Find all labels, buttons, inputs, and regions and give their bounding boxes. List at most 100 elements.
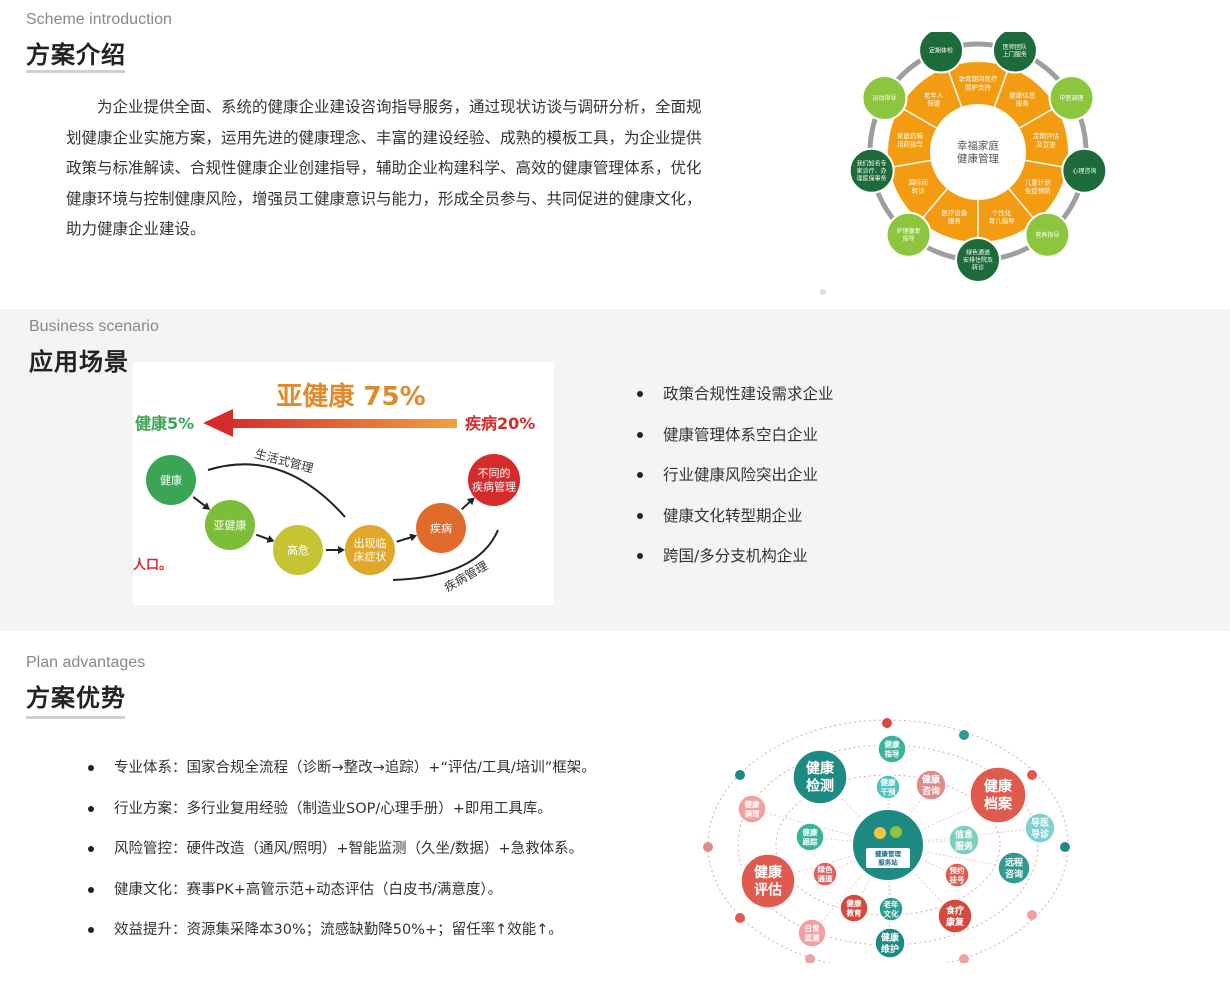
carousel-dot[interactable] xyxy=(820,289,826,295)
network-service-node xyxy=(877,734,907,764)
list-item: 健康文化转型期企业 xyxy=(637,496,834,537)
center-circle xyxy=(930,104,1026,200)
network-service-node xyxy=(997,851,1031,885)
scheme-introduction-section: Scheme introduction 方案介绍 为企业提供全面、系统的健康企业… xyxy=(0,0,1230,309)
network-node-label: 调理 xyxy=(745,809,760,818)
inner-segment-label: 服务 xyxy=(1016,98,1029,107)
inner-segment-label: 健康信息 xyxy=(1009,90,1035,99)
center-station-label: 服务站 xyxy=(878,857,898,866)
inner-segment-label: 国际间 xyxy=(908,178,928,187)
outer-node-label: 理医保事务 xyxy=(857,174,887,182)
stage-node-label: 亚健康 xyxy=(214,518,247,532)
health-spectrum-image: 亚健康 75%健康5%疾病20%生活式管理疾病管理人口。健康亚健康高危出现临床症… xyxy=(133,362,554,605)
center-station-label: 健康管理 xyxy=(875,849,902,858)
inner-segment-label: 及宣查 xyxy=(1036,139,1056,148)
network-node-label: 跟踪 xyxy=(803,836,818,846)
stage-connector-arrowhead xyxy=(466,497,475,506)
outer-service-node xyxy=(885,211,932,258)
network-dot xyxy=(735,913,745,923)
inner-segment-label: 孕育期间医疗 xyxy=(959,74,999,83)
outer-service-node xyxy=(918,32,965,74)
network-dot xyxy=(1060,842,1070,852)
network-node-label: 咨询 xyxy=(922,785,940,797)
spectrum-stage-node xyxy=(468,454,520,506)
stage-node-label: 床症状 xyxy=(354,550,387,564)
list-item: 行业方案：多行业复用经验（制造业SOP/心理手册）+即用工具库。 xyxy=(88,789,596,830)
network-service-node xyxy=(737,794,767,824)
network-service-node xyxy=(795,822,825,852)
scenario-cn-title: 应用场景 xyxy=(29,348,129,376)
outer-service-node xyxy=(955,237,1001,282)
spectrum-arrow-head xyxy=(203,409,233,437)
network-dot xyxy=(959,730,969,740)
network-node-label: 导医 xyxy=(1031,818,1049,829)
stage-node-label: 高危 xyxy=(287,543,309,557)
spectrum-stage-node xyxy=(273,525,323,575)
health-service-network-diagram: 健康检测健康指导健康干预健康咨询健康档案健康调理健康跟踪信息服务导医导诊健康评估… xyxy=(703,718,1070,963)
list-item: 专业体系：国家合规全流程（诊断→整改→追踪）+“评估/工具/培训”框架。 xyxy=(88,748,596,789)
network-service-node xyxy=(839,893,869,923)
network-dot xyxy=(805,954,815,963)
list-item: 风险管控：硬件改造（通风/照明）+智能监测（久坐/数据）+急救体系。 xyxy=(88,829,596,870)
inner-segment-label: 保健 xyxy=(927,98,941,107)
network-node-label: 绿色 xyxy=(818,864,833,874)
center-station-node xyxy=(851,808,925,882)
network-node-label: 咨询 xyxy=(1005,868,1023,880)
network-node-label: 健康 xyxy=(881,777,896,787)
center-label: 健康管理 xyxy=(957,152,999,165)
inner-segment-label: 免疫预防 xyxy=(1025,186,1052,195)
inner-segment-label: 老年人 xyxy=(924,90,944,99)
outer-node-label: 安排住院及 xyxy=(963,256,993,264)
network-service-node xyxy=(1024,812,1056,844)
advantages-title-underline xyxy=(26,716,125,719)
segment-divider xyxy=(919,188,948,222)
list-item: 效益提升：资源集采降本30%；流感缺勤降50%+；留任率↑效能↑。 xyxy=(88,910,596,951)
advantages-list: 专业体系：国家合规全流程（诊断→整改→追踪）+“评估/工具/培训”框架。 行业方… xyxy=(88,748,596,951)
network-link xyxy=(751,808,889,846)
network-service-node xyxy=(792,749,848,805)
outer-node-label: 心理咨询 xyxy=(1072,167,1096,175)
list-item: 行业健康风险突出企业 xyxy=(637,455,834,496)
network-node-label: 健康 xyxy=(745,799,760,809)
network-service-node xyxy=(944,862,970,888)
network-dot xyxy=(1027,770,1037,780)
business-scenario-section: Business scenario 应用场景 亚健康 75%健康5%疾病20%生… xyxy=(0,309,1230,631)
person-icon xyxy=(890,826,902,838)
outer-service-node xyxy=(991,32,1038,74)
disease-percent-label: 疾病20% xyxy=(465,414,535,433)
network-dot xyxy=(735,770,745,780)
inner-segment-label: 照护支持 xyxy=(965,82,992,91)
edge-text: 人口。 xyxy=(133,557,172,573)
network-node-label: 健康 xyxy=(803,827,818,837)
family-health-wheel-diagram: 孕育期间医疗照护支持健康信息服务定期评估及宣查儿童计划免疫预防个性化育儿指导医疗… xyxy=(848,32,1108,282)
inner-segment-label: 儿童计划 xyxy=(1025,178,1051,187)
stage-node-label: 不同的 xyxy=(478,466,511,480)
network-service-node xyxy=(875,774,901,800)
outer-node-label: 绿色通道 xyxy=(966,249,990,257)
network-dot xyxy=(959,954,969,963)
segment-divider xyxy=(1025,159,1067,169)
segment-divider xyxy=(899,106,937,129)
network-node-label: 指导 xyxy=(885,748,900,758)
network-link xyxy=(811,844,889,934)
intro-paragraph: 为企业提供全面、系统的健康企业建设咨询指导服务，通过现状访谈与调研分析，全面规划… xyxy=(66,98,702,238)
network-node-label: 食疗 xyxy=(945,905,964,917)
outer-node-label: 医师团队 xyxy=(1003,43,1027,51)
inner-segment-label: 转诊 xyxy=(912,186,926,195)
advantages-en-title: Plan advantages xyxy=(26,654,146,671)
segment-divider xyxy=(946,67,963,108)
network-node-label: 维护 xyxy=(881,943,899,955)
outer-service-node xyxy=(861,75,908,121)
network-node-label: 监测 xyxy=(805,932,820,942)
stage-connector xyxy=(461,500,472,510)
network-dot xyxy=(703,842,713,852)
network-node-label: 日常 xyxy=(805,923,820,933)
network-service-node xyxy=(915,769,947,801)
network-node-label: 档案 xyxy=(984,796,1013,813)
spectrum-stage-node xyxy=(205,500,255,550)
spectrum-stage-node xyxy=(345,525,395,575)
list-item: 健康管理体系空白企业 xyxy=(637,415,834,456)
network-node-label: 老年 xyxy=(883,899,899,909)
network-node-label: 干预 xyxy=(881,786,896,796)
center-screen xyxy=(866,848,910,868)
